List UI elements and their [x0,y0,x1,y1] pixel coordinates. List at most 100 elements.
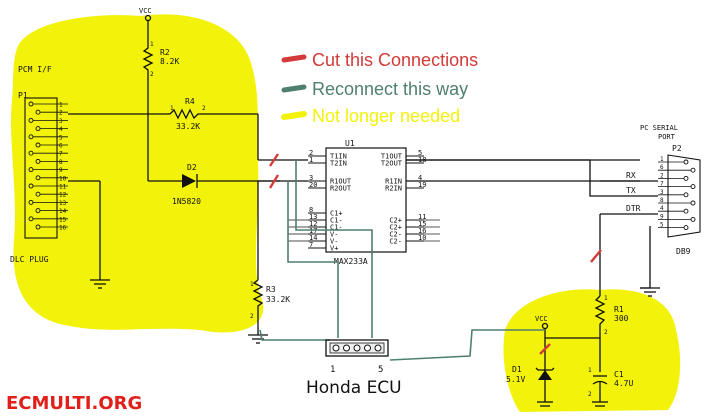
p2-pin-7 [690,184,696,190]
svg-text:33.2K: 33.2K [266,295,290,304]
svg-text:P2: P2 [672,144,682,153]
svg-text:1: 1 [250,281,254,288]
p2-pin-label: 1 [660,156,664,163]
ecu-pin-contact [353,344,361,352]
resistor-r1: 1 2 R1 300 [545,295,629,372]
u1-pin-number: 14 [309,234,317,242]
dlc-plug-label: DLC PLUG [10,255,49,264]
u1-pin-name: C1+ [330,210,343,218]
u1-pin-number: 17 [309,227,317,235]
u1-pin-number: 10 [418,234,426,242]
signal-tx: TX [626,186,636,195]
signal-dtr: DTR [626,204,641,213]
p1-pin-label: 12 [59,192,67,199]
p2-pin-label: 5 [660,222,664,229]
svg-text:1: 1 [588,367,592,374]
p1-pin-label: 9 [59,167,63,174]
watermark-ecmulti: ECMULTI.ORG [6,393,142,414]
svg-text:5: 5 [378,365,383,375]
p2-pin-6 [690,167,696,173]
u1-pin-name: C2+ [389,217,402,225]
p1-pin-label: 5 [59,134,63,141]
p1-pin-label: 6 [59,143,63,150]
u1-pin-name: R2OUT [330,185,352,193]
u1-pin-name: C1- [330,217,343,225]
svg-text:1: 1 [330,365,335,375]
svg-text:R2: R2 [160,48,170,57]
p1-pin-label: 10 [59,175,67,182]
svg-text:8.2K: 8.2K [160,57,179,66]
svg-text:2: 2 [588,391,592,398]
legend-unneeded-label: Not longer needed [312,106,460,126]
svg-text:2: 2 [150,71,154,78]
u1-pin-number: 15 [418,220,426,228]
u1-pin-name: T1IN [330,153,347,161]
u1-pin-number: 16 [418,227,426,235]
svg-text:PORT: PORT [658,133,676,141]
u1-pin-number: 20 [309,181,317,189]
u1-pin-name: T1OUT [381,153,403,161]
legend-reconnect-label: Reconnect this way [312,79,468,99]
ecu-pin-contact [374,344,382,352]
u1-pin-number: 1 [309,156,313,164]
u1-pin-name: C2- [389,231,402,239]
svg-text:MAX233A: MAX233A [334,257,368,266]
p2-pin-5 [683,225,689,231]
u1-pin-number: 19 [418,181,426,189]
unneeded-highlight-right [503,289,681,412]
legend: Cut this Connections Reconnect this way … [281,50,478,126]
svg-text:P1: P1 [18,91,28,100]
svg-text:5.1V: 5.1V [506,375,525,384]
p2-pin-label: 4 [660,205,664,212]
honda-ecu-label: Honda ECU [306,378,402,398]
u1-pin-name: R2IN [385,185,402,193]
p1-pin-label: 14 [59,208,67,215]
p2-pin-label: 7 [660,181,664,188]
svg-text:2: 2 [202,105,206,112]
svg-text:R4: R4 [185,97,195,106]
svg-text:4.7U: 4.7U [614,379,633,388]
ecu-pin-contact [343,344,350,352]
capacitor-c1: 1 2 C1 4.7U [588,367,633,407]
u1-pin-name: V- [330,238,338,246]
p2-pin-8 [690,200,696,206]
u1-pin-number: 4 [418,174,422,182]
svg-text:2: 2 [604,329,608,336]
svg-text:DB9: DB9 [676,247,691,256]
svg-text:R1: R1 [614,305,624,314]
u1-pin-name: C2+ [389,224,402,232]
p1-pin-label: 15 [59,216,67,223]
p2-pin-label: 3 [660,189,664,196]
p1-pin-label: 11 [59,184,67,191]
svg-text:VCC: VCC [535,315,548,323]
p2-pin-label: 9 [660,213,664,220]
p1-pin-label: 4 [59,126,63,133]
p1-pin-label: 1 [59,102,63,109]
u1-pin-name: R1IN [385,178,402,186]
pcm-if-label: PCM I/F [18,65,52,74]
svg-text:R3: R3 [266,285,276,294]
u1-pin-name: C2- [389,238,402,246]
u1-pin-name: T2OUT [381,160,403,168]
p2-pin-label: 6 [660,164,664,171]
svg-text:2: 2 [250,313,254,320]
vcc-top: VCC [139,7,152,40]
svg-text:U1: U1 [345,139,355,148]
u1-pin-number: 5 [418,149,422,157]
u1-pin-number: 8 [309,206,313,214]
signal-rx: RX [626,171,636,180]
u1-pin-name: T2IN [330,160,347,168]
svg-text:PC SERIAL: PC SERIAL [640,124,678,132]
u1-pin-name: V+ [330,245,338,253]
u1-pin-name: V- [330,231,338,239]
ecu-pin-contact [364,344,371,352]
legend-cut-label: Cut this Connections [312,50,478,70]
p2-pin-1 [683,159,689,165]
svg-text:C1: C1 [614,370,624,379]
u1-pin-name: C1- [330,224,343,232]
p2-pin-3 [683,192,689,198]
ecu-pin-contact [332,344,340,352]
p1-pin-label: 8 [59,159,63,166]
